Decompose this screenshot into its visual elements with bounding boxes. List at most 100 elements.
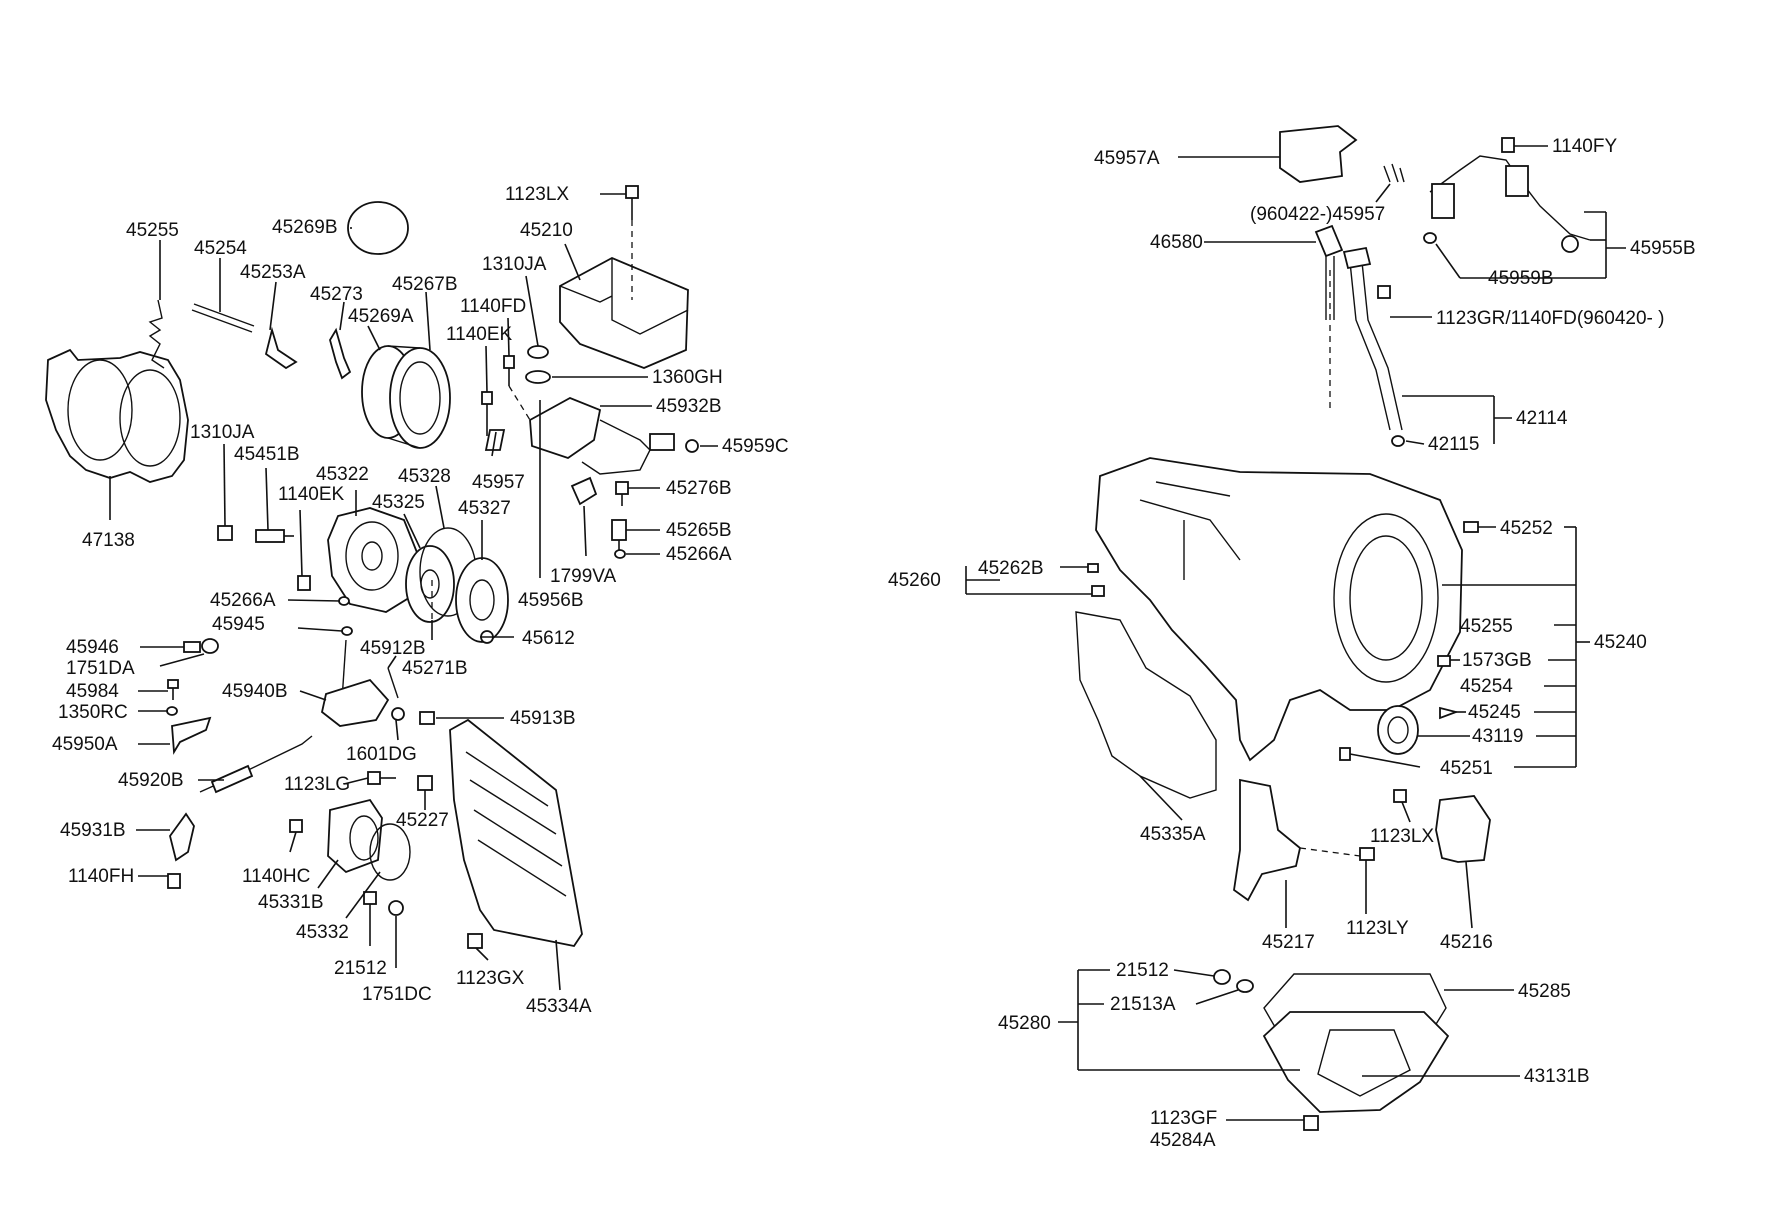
part-1573gb-plug	[1437, 655, 1451, 667]
part-1601dg-ball	[391, 707, 405, 721]
part-1123gx-bolt	[467, 933, 483, 949]
label-42115: 42115	[1428, 434, 1479, 455]
part-1123gf-drain-plug	[1303, 1115, 1319, 1131]
dashed-guides-left	[431, 220, 633, 620]
label-45271b: 45271B	[402, 658, 468, 679]
part-45946-bolt	[183, 641, 201, 653]
part-45322-pump-body	[327, 507, 421, 613]
part-42115-o-ring	[1391, 435, 1405, 447]
label-45332: 45332	[296, 922, 349, 943]
label-45920b: 45920B	[118, 770, 184, 791]
label-45335a: 45335A	[1140, 824, 1206, 845]
label-45273: 45273	[310, 284, 363, 305]
label-45946: 45946	[66, 637, 119, 658]
part-45251-plug	[1339, 747, 1351, 761]
label-45957a: 45957A	[1094, 148, 1160, 169]
label-45331b: 45331B	[258, 892, 324, 913]
part-1751dc-nut	[388, 900, 404, 916]
label-45227: 45227	[396, 810, 449, 831]
label-46580: 46580	[1150, 232, 1203, 253]
label-45327: 45327	[458, 498, 511, 519]
part-45334a-valve-body-cover	[449, 718, 583, 948]
part-45240-transaxle-case	[1095, 457, 1463, 762]
part-45957-bracket-small	[1383, 163, 1405, 183]
part-45950a-lever	[171, 716, 212, 755]
label-43119: 43119	[1472, 726, 1523, 747]
label-1123ly: 1123LY	[1346, 918, 1409, 939]
part-45265b-sensor	[611, 519, 627, 552]
label-45328: 45328	[398, 466, 451, 487]
label-1123lx-left: 1123LX	[505, 184, 569, 205]
label-1123gf: 1123GF	[1150, 1108, 1217, 1129]
part-46580-dipstick	[1314, 224, 1344, 320]
part-21512-bolt-left	[363, 891, 377, 905]
label-1360gh: 1360GH	[652, 367, 723, 388]
part-45253a-lever	[264, 326, 298, 370]
part-45262b-plug	[1087, 563, 1099, 573]
label-1123lg: 1123LG	[284, 774, 350, 795]
label-960422-45957: (960422-)45957	[1250, 204, 1385, 225]
part-45216-bracket	[1435, 795, 1491, 863]
label-45932b: 45932B	[656, 396, 722, 417]
part-45959c-clip	[685, 439, 699, 453]
part-1140fh-bolt	[167, 873, 181, 889]
part-45269b-seal-ring	[347, 201, 409, 255]
part-21513a-washer	[1236, 979, 1254, 993]
label-45451b: 45451B	[234, 444, 300, 465]
label-1350rc: 1350RC	[58, 702, 128, 723]
label-1140fh: 1140FH	[68, 866, 134, 887]
part-1140ek-bolt-small	[297, 575, 311, 591]
label-45240: 45240	[1594, 632, 1647, 653]
labels-left: 45255 45254 45253A 45269B 45273 45267B 4…	[52, 184, 789, 1017]
label-45280: 45280	[998, 1013, 1051, 1034]
label-45216: 45216	[1440, 932, 1493, 953]
label-43131b: 43131B	[1524, 1066, 1590, 1087]
label-1799va: 1799VA	[550, 566, 617, 587]
part-1751da-nut	[201, 638, 219, 654]
label-21512-left: 21512	[334, 958, 387, 979]
label-45984: 45984	[66, 681, 119, 702]
label-45255-right: 45255	[1460, 616, 1513, 637]
part-45335a-gasket	[1075, 611, 1217, 799]
labels-right: 45957A 1140FY (960422-)45957 45955B 4658…	[888, 136, 1696, 1151]
label-1140fd: 1140FD	[460, 296, 526, 317]
part-45266a-o-ring-left	[338, 596, 350, 606]
part-1310ja-nut	[217, 525, 233, 541]
label-1123gr-1140fd: 1123GR/1140FD(960420- )	[1436, 308, 1664, 329]
label-45217: 45217	[1262, 932, 1315, 953]
part-1123lx-bolt	[625, 185, 639, 220]
label-45245: 45245	[1468, 702, 1521, 723]
part-45210-cover-bracket	[559, 257, 689, 369]
label-47138: 47138	[82, 530, 135, 551]
part-45955b-harness	[1429, 155, 1591, 253]
part-45254-rod	[191, 303, 255, 333]
part-45280-oil-pan	[1262, 1011, 1450, 1113]
label-45931b: 45931B	[60, 820, 126, 841]
label-45334a: 45334A	[526, 996, 592, 1017]
label-45269b: 45269B	[272, 217, 338, 238]
part-45913b-plug	[419, 711, 435, 725]
label-45265b: 45265B	[666, 520, 732, 541]
part-1140fd-bolt	[503, 355, 515, 386]
label-1573gb: 1573GB	[1462, 650, 1532, 671]
part-1123gr-bolt	[1377, 285, 1391, 299]
label-1123gx: 1123GX	[456, 968, 525, 989]
label-45956b: 45956B	[518, 590, 584, 611]
label-1140hc: 1140HC	[242, 866, 310, 887]
label-45255-left: 45255	[126, 220, 179, 241]
part-45931b-bracket	[169, 812, 195, 862]
part-45957a-bracket	[1279, 125, 1358, 183]
label-1140ek-left: 1140EK	[278, 484, 345, 505]
label-1751da: 1751DA	[66, 658, 135, 679]
label-1310ja-top: 1310JA	[482, 254, 547, 275]
part-45266a-o-ring-right	[614, 549, 626, 559]
label-45945: 45945	[212, 614, 265, 635]
label-45267b: 45267B	[392, 274, 458, 295]
part-45912b-spring	[387, 667, 399, 699]
label-45285: 45285	[1518, 981, 1571, 1002]
label-42114: 42114	[1516, 408, 1568, 429]
part-45217-bracket	[1233, 778, 1301, 902]
label-1751dc: 1751DC	[362, 984, 432, 1005]
label-45322: 45322	[316, 464, 369, 485]
